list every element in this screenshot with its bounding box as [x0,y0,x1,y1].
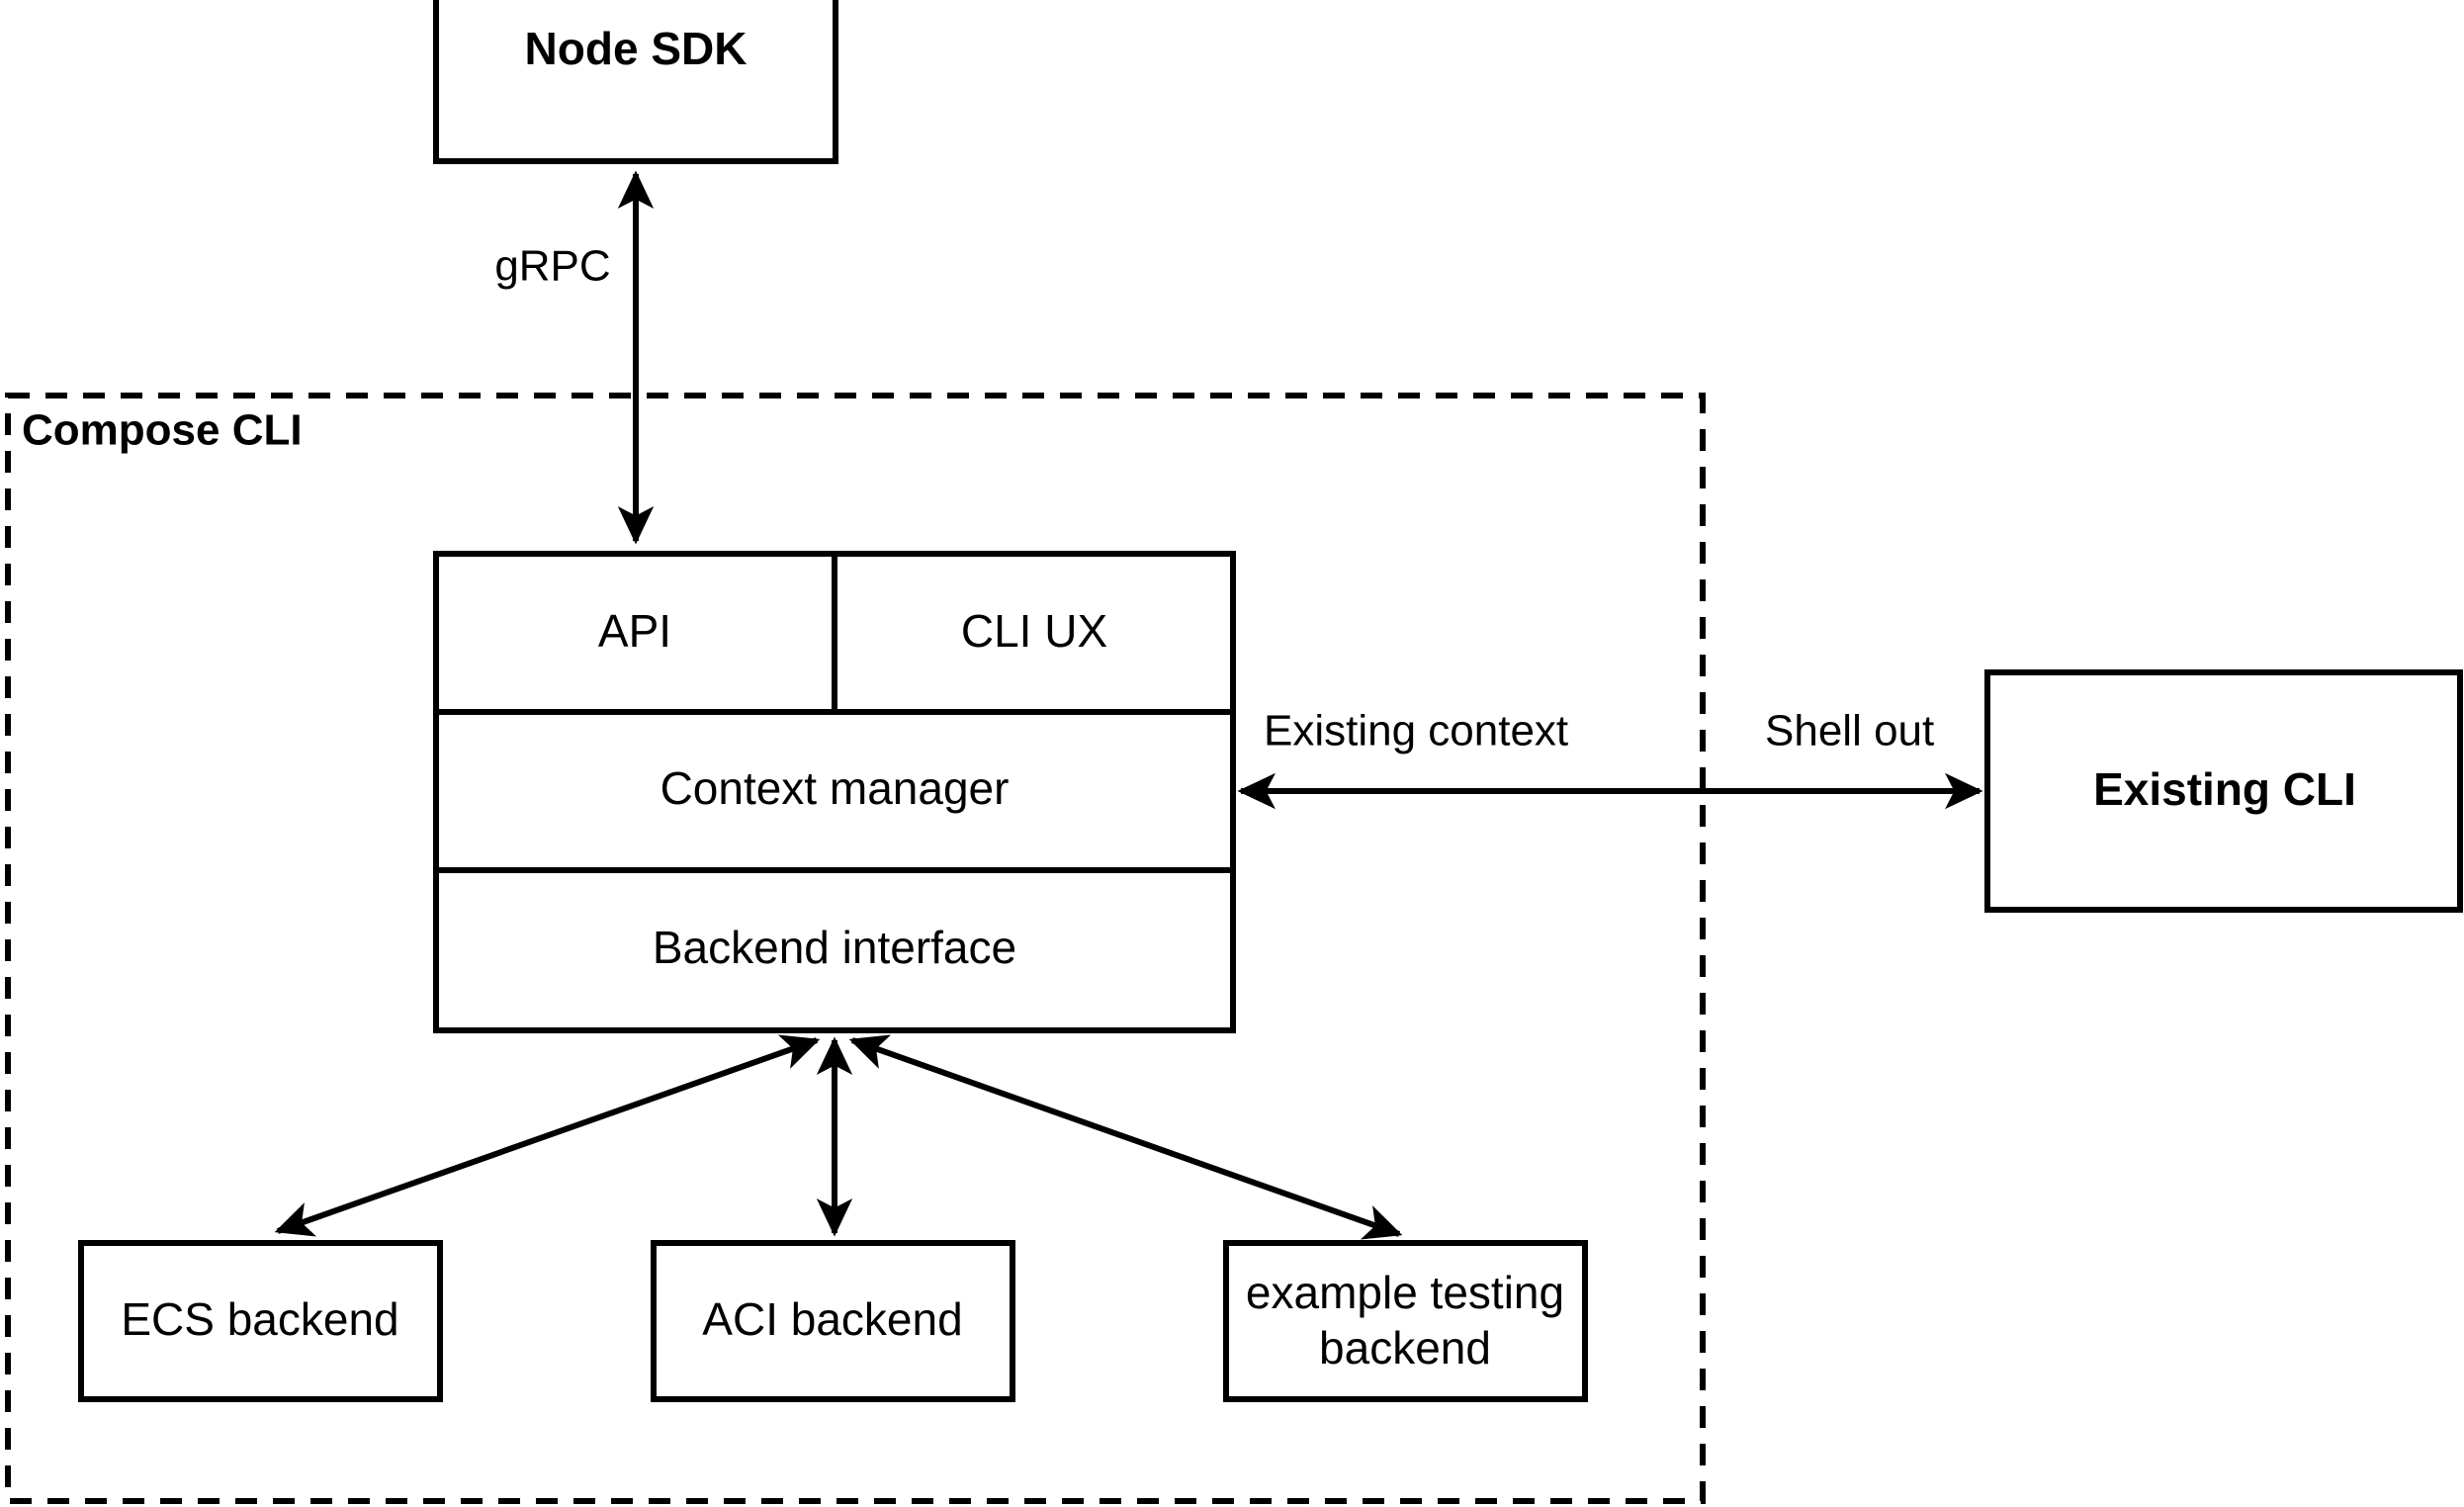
edge-context-manager-existing-cli: Existing context Shell out [1237,707,1983,810]
example-testing-backend-box[interactable]: example testing backend [1223,1240,1588,1402]
compose-cli-stack: API CLI UX Context manager Backend inter… [433,551,1236,1033]
edge-backend-to-ecs [274,1034,821,1237]
compose-cli-label: Compose CLI [22,406,303,455]
aci-backend-label: ACI backend [702,1293,962,1345]
existing-cli-box[interactable]: Existing CLI [1984,669,2463,913]
backend-interface-label: Backend interface [653,922,1016,973]
aci-backend-box[interactable]: ACI backend [651,1240,1015,1402]
existing-cli-rect[interactable] [1984,669,2463,913]
aci-backend-rect[interactable] [651,1240,1015,1402]
ecs-backend-label: ECS backend [121,1293,398,1345]
example-testing-backend-rect[interactable] [1223,1240,1588,1402]
ecs-arrow [274,1034,821,1237]
edge-grpc: gRPC [494,170,655,545]
node-sdk-label: Node SDK [525,23,748,74]
cli-ux-label: CLI UX [961,605,1107,657]
api-label: API [598,605,671,657]
edge-backend-to-example [848,1034,1403,1240]
context-manager-cell[interactable]: Context manager [660,762,1010,814]
context-manager-label: Context manager [660,762,1010,814]
existing-context-label: Existing context [1264,707,1568,755]
ecs-backend-rect[interactable] [78,1240,443,1402]
cli-ux-cell[interactable]: CLI UX [961,605,1107,657]
group-compose-cli: Compose CLI [5,393,1706,1504]
backend-interface-cell[interactable]: Backend interface [653,922,1016,973]
ecs-backend-box[interactable]: ECS backend [78,1240,443,1402]
shell-out-label: Shell out [1765,707,1934,755]
example-testing-backend-label-line2: backend [1319,1322,1491,1374]
grpc-label: gRPC [494,242,610,291]
example-backend-arrow [848,1034,1403,1240]
existing-cli-label: Existing CLI [2093,763,2356,815]
example-testing-backend-label-line1: example testing [1246,1267,1564,1318]
node-sdk-box[interactable]: Node SDK [433,0,838,164]
node-sdk-rect[interactable] [433,0,838,164]
api-cell[interactable]: API [598,605,671,657]
compose-cli-boundary [5,393,1706,1504]
